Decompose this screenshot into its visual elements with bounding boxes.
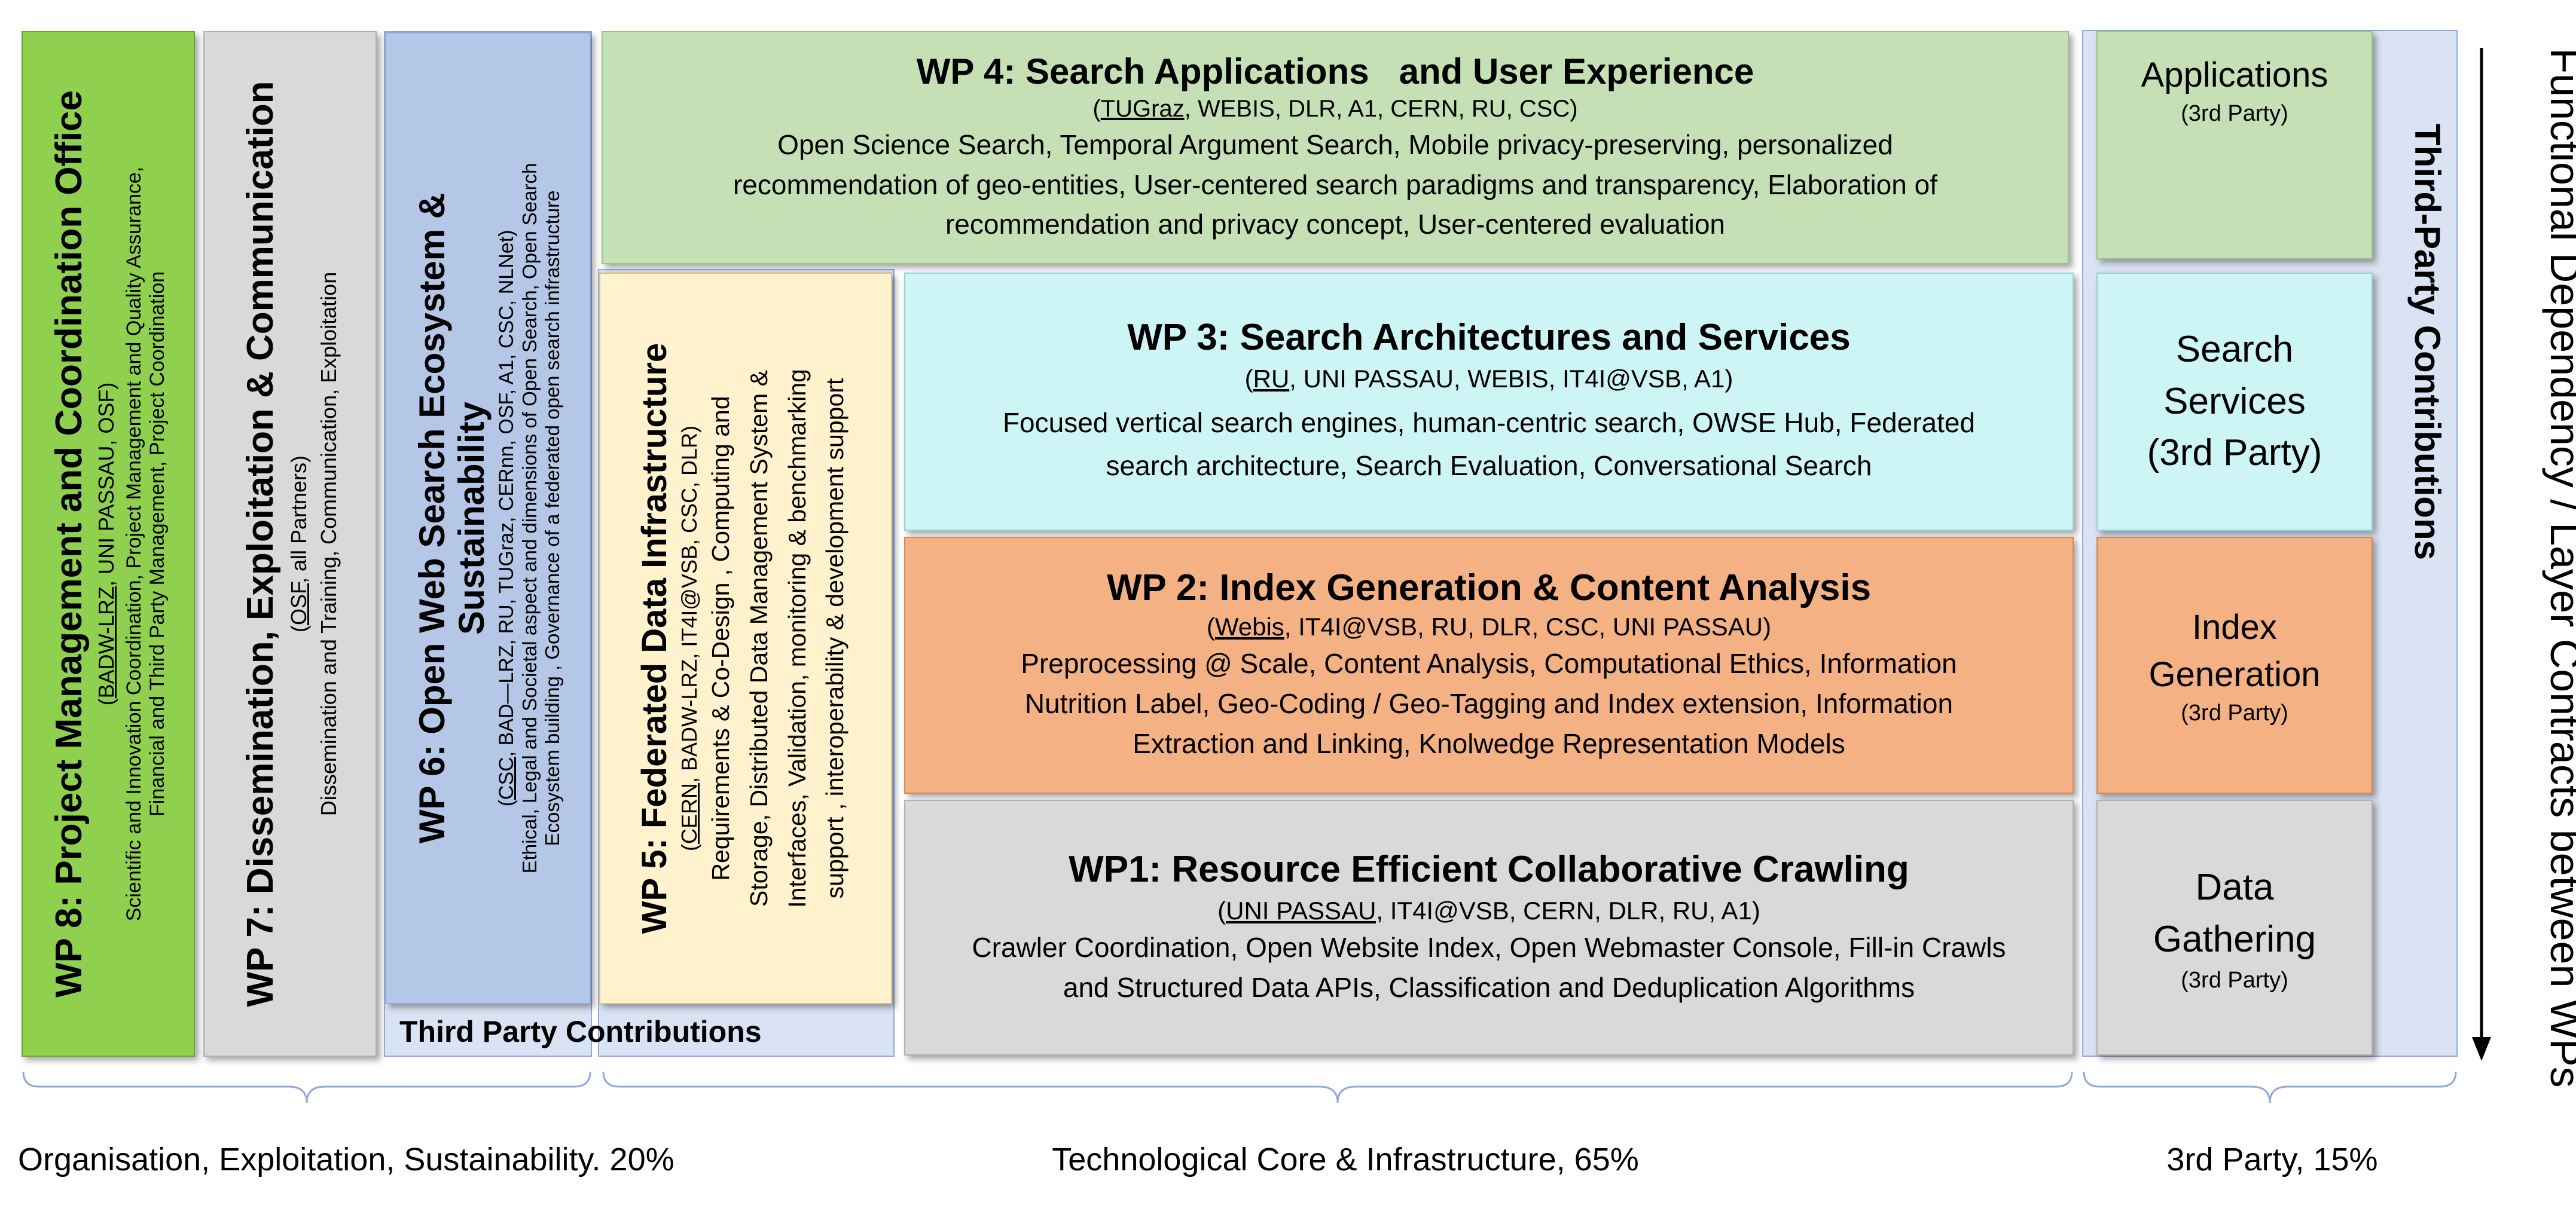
tp-data-text: Data Gathering (3rd Party) bbox=[2153, 866, 2316, 993]
wp1-desc-1: Crawler Coordination, Open Website Index… bbox=[972, 931, 2006, 963]
tp-data-box bbox=[2096, 800, 2373, 1056]
brace-right bbox=[2083, 1071, 2457, 1103]
wp5-desc-3: Interfaces, Validation, monitoring & ben… bbox=[783, 369, 811, 908]
wp8-text: WP 8: Project Management and Coordinatio… bbox=[22, 31, 195, 1057]
tp-index-text: Index Generation (3rd Party) bbox=[2148, 608, 2321, 726]
wp3-title: WP 3: Search Architectures and Services bbox=[1127, 317, 1851, 359]
tp-index-box bbox=[2096, 537, 2373, 794]
wp6-text: WP 6: Open Web Search Ecosystem & Sustai… bbox=[385, 32, 591, 1004]
wp3-desc-2: search architecture, Search Evaluation, … bbox=[1106, 449, 1872, 481]
footer-middle: Technological Core & Infrastructure, 65% bbox=[1052, 1142, 1639, 1178]
wp7-partners: (OSF, all Partners) bbox=[286, 455, 311, 633]
wp5-desc-4: support , interoperability & development… bbox=[821, 378, 849, 899]
wp7-title: WP 7: Dissemination, Exploitation & Comm… bbox=[239, 81, 281, 1007]
wp4-partners: (TUGraz, WEBIS, DLR, A1, CERN, RU, CSC) bbox=[1092, 95, 1578, 122]
wp8-partners: (BADW-LRZ, UNI PASSAU, OSF) bbox=[93, 382, 118, 706]
wp2-desc-3: Extraction and Linking, Knolwedge Repres… bbox=[1133, 727, 1845, 759]
dependency-label: Functional Dependency / Layer Contracts … bbox=[2542, 48, 2576, 1088]
wp7-box bbox=[203, 31, 377, 1057]
tp-search-text: Search Services (3rd Party) bbox=[2147, 328, 2322, 474]
brace-left bbox=[22, 1071, 591, 1103]
wp2-title: WP 2: Index Generation & Content Analysi… bbox=[1106, 567, 1872, 609]
wp6-desc-2: Ecosystem building , Governance of a fed… bbox=[541, 190, 563, 846]
wp8-desc-1: Scientific and Innovation Coordination, … bbox=[122, 166, 145, 922]
wp2-desc-2: Nutrition Label, Geo-Coding / Geo-Taggin… bbox=[1024, 688, 1954, 720]
wp5-desc-1: Requirements & Co-Design , Computing and bbox=[707, 396, 735, 881]
wp5-title: WP 5: Federated Data Infrastructure bbox=[635, 342, 674, 934]
third-party-contributions-label: Third Party Contributions bbox=[399, 1015, 762, 1048]
brace-middle bbox=[602, 1071, 2073, 1103]
wp1-title: WP1: Resource Efficient Collaborative Cr… bbox=[1069, 848, 1909, 890]
wp4-box bbox=[602, 31, 2069, 264]
wp1-text: WP1: Resource Efficient Collaborative Cr… bbox=[904, 800, 2074, 1056]
wp6-title-2: Sustainability bbox=[451, 401, 492, 635]
wp7-desc: Dissemination and Training, Communicatio… bbox=[316, 271, 341, 816]
wp2-desc-1: Preprocessing @ Scale, Content Analysis,… bbox=[1021, 648, 1957, 680]
wp4-text: WP 4: Search Applications and User Exper… bbox=[602, 31, 2069, 264]
wp6-desc-1: Ethical, Legal and Societal aspect and d… bbox=[518, 163, 541, 874]
wp1-partners: (UNI PASSAU, IT4I@VSB, CERN, DLR, RU, A1… bbox=[1217, 896, 1760, 925]
wp1-box bbox=[904, 800, 2074, 1056]
wp1-desc-2: and Structured Data APIs, Classification… bbox=[1063, 971, 1915, 1003]
wp6-partners: (CSC, BAD—LRZ, RU, TUGraz, CERnn, OSF, A… bbox=[495, 230, 518, 807]
wp5-text: WP 5: Federated Data Infrastructure (CER… bbox=[598, 274, 891, 1003]
footer-left: Organisation, Exploitation, Sustainabili… bbox=[18, 1142, 674, 1178]
wp3-partners: (RU, UNI PASSAU, WEBIS, IT4I@VSB, A1) bbox=[1244, 365, 1733, 393]
wp4-desc-3: recommendation and privacy concept, User… bbox=[945, 209, 1726, 240]
wp2-partners: (Webis, IT4I@VSB, RU, DLR, CSC, UNI PASS… bbox=[1206, 613, 1772, 641]
wp5-desc-2: Storage, Distributed Data Management Sys… bbox=[744, 370, 773, 907]
wp6-box bbox=[385, 32, 591, 1004]
wp5-partners: (CERN, BADW-LRZ, IT4I@VSB, CSC, DLR) bbox=[677, 426, 702, 851]
tp-applications-text: Applications (3rd Party) bbox=[2141, 56, 2328, 126]
wp8-title: WP 8: Project Management and Coordinatio… bbox=[48, 90, 90, 998]
wp2-text: WP 2: Index Generation & Content Analysi… bbox=[904, 537, 2074, 794]
tp-search-box bbox=[2096, 273, 2373, 531]
wp3-box bbox=[904, 273, 2074, 531]
wp5-box bbox=[599, 273, 892, 1004]
tp-applications-box bbox=[2096, 31, 2373, 259]
wp3-text: WP 3: Search Architectures and Services … bbox=[904, 273, 2074, 531]
wp8-desc-2: Financial and Third Party Management, Pr… bbox=[145, 271, 169, 817]
wp6-title-1: WP 6: Open Web Search Ecosystem & bbox=[411, 192, 452, 844]
wp3-desc-1: Focused vertical search engines, human-c… bbox=[1002, 407, 1976, 439]
wp4-desc-2: recommendation of geo-entities, User-cen… bbox=[732, 169, 1937, 200]
wp4-desc-1: Open Science Search, Temporal Argument S… bbox=[777, 129, 1893, 160]
down-arrow-icon bbox=[2472, 48, 2491, 1061]
third-party-side-title: Third-Party Contributions bbox=[2407, 124, 2448, 560]
wp8-box bbox=[22, 31, 195, 1057]
wp4-title: WP 4: Search Applications and User Exper… bbox=[916, 51, 1754, 91]
wp2-box bbox=[904, 537, 2074, 794]
wp7-text: WP 7: Dissemination, Exploitation & Comm… bbox=[203, 31, 377, 1057]
footer-right: 3rd Party, 15% bbox=[2166, 1142, 2378, 1178]
